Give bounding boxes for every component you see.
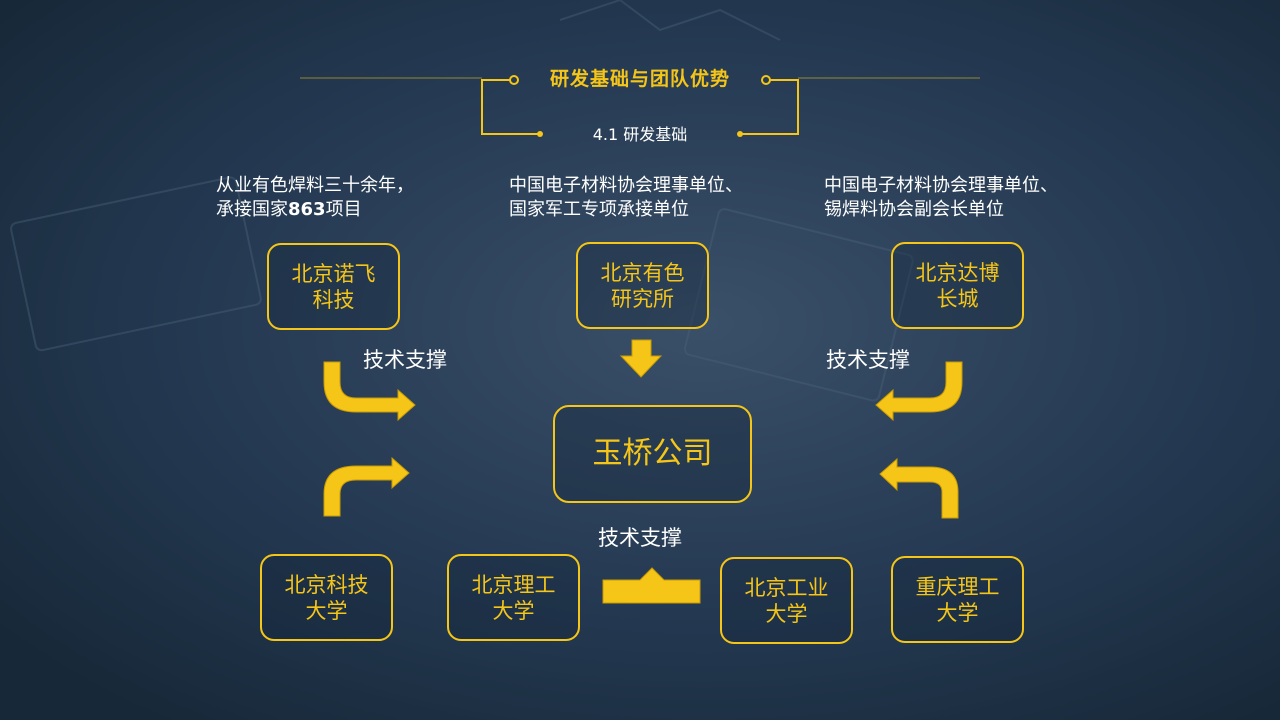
label-support-right: 技术支撑 [826, 348, 910, 372]
arrow-curve-left-top [323, 361, 416, 422]
arrow-curve-right-top [875, 361, 963, 422]
node-bit: 北京理工大学 [447, 554, 580, 641]
description-middle: 中国电子材料协会理事单位、 国家军工专项承接单位 [509, 175, 743, 220]
node-beijing-dabo: 北京达博长城 [891, 242, 1024, 329]
arrow-curve-left-bottom [323, 456, 410, 517]
header-frame [300, 75, 980, 137]
arrow-curve-right-bottom [879, 457, 959, 519]
arrow-up-bottom [602, 567, 701, 604]
page-title: 研发基础与团队优势 [549, 68, 730, 90]
description-right: 中国电子材料协会理事单位、 锡焊料协会副会长单位 [824, 175, 1058, 220]
node-ustb: 北京科技大学 [260, 554, 393, 641]
label-support-left: 技术支撑 [363, 348, 447, 372]
node-beijing-nuofei: 北京诺飞科技 [267, 243, 400, 330]
description-left: 从业有色焊料三十余年， 承接国家863项目 [216, 175, 414, 220]
node-cqut: 重庆理工大学 [891, 556, 1024, 643]
label-support-bottom: 技术支撑 [598, 526, 682, 550]
node-yuqiao-company: 玉桥公司 [553, 405, 752, 503]
page-subtitle: 4.1 研发基础 [592, 125, 688, 144]
node-beijing-youse: 北京有色研究所 [576, 242, 709, 329]
node-bjut: 北京工业大学 [720, 557, 853, 644]
arrow-down-youse [619, 339, 663, 378]
